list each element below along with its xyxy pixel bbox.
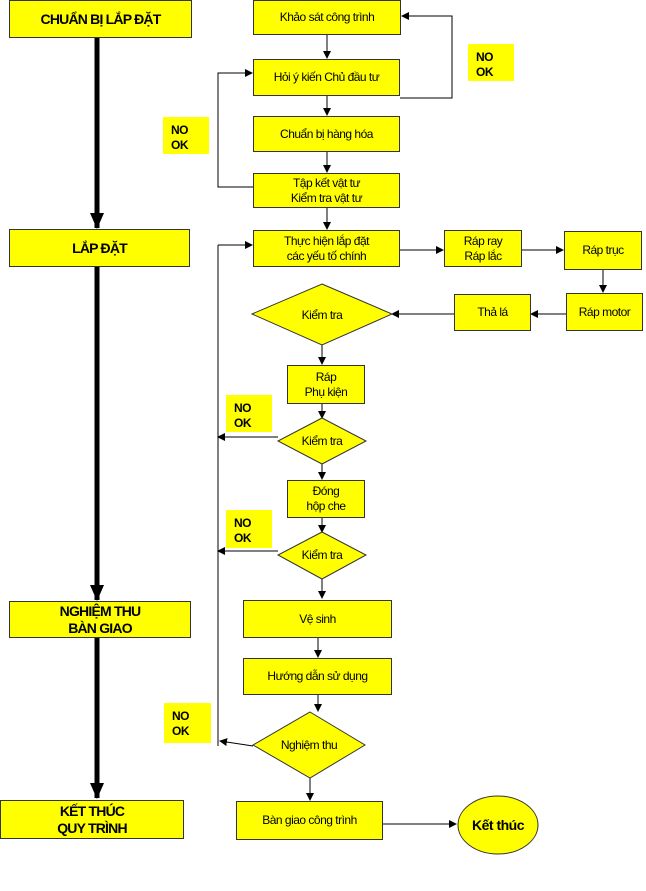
- step-gather: Tập kết vật tư Kiểm tra vật tư: [253, 173, 400, 208]
- diamond-check2: [276, 417, 368, 465]
- note-no-ok-4: NO OK: [226, 510, 272, 548]
- note-no-ok-5: NO OK: [164, 703, 211, 743]
- stage-acceptance: NGHIỆM THU BÀN GIAO: [9, 601, 191, 638]
- stage-install: LẮP ĐẶT: [9, 229, 190, 267]
- diamond-check3: [276, 531, 368, 580]
- label-end: Kết thúc: [472, 817, 525, 833]
- label-check3: Kiểm tra: [301, 548, 343, 562]
- step-execute: Thực hiện lắp đặt các yếu tố chính: [253, 230, 400, 267]
- note-no-ok-3: NO OK: [226, 395, 272, 432]
- end-oval: [457, 795, 539, 855]
- step-shaft: Ráp trục: [564, 231, 642, 270]
- step-guide: Hướng dẫn sử dụng: [243, 658, 392, 695]
- step-blade: Thả lá: [454, 294, 531, 331]
- label-check1: Kiểm tra: [301, 308, 343, 322]
- loop-gather-consult: [217, 69, 253, 188]
- step-cover: Đóng hộp che: [287, 480, 365, 518]
- step-motor: Ráp motor: [566, 293, 643, 331]
- step-survey: Khảo sát công trình: [253, 0, 401, 35]
- note-no-ok-1: NO OK: [468, 44, 514, 81]
- loop-consult-survey: [400, 12, 453, 99]
- step-clean: Vệ sinh: [243, 600, 392, 638]
- step-accessories: Ráp Phụ kiện: [287, 365, 365, 404]
- step-prepare-goods: Chuẩn bị hàng hóa: [253, 116, 400, 152]
- stage-finish: KẾT THÚC QUY TRÌNH: [0, 800, 184, 839]
- diamond-accept: [252, 711, 366, 779]
- diamond-check1: [250, 283, 394, 346]
- stage-prep: CHUẨN BỊ LẮP ĐẶT: [9, 0, 192, 38]
- label-accept: Nghiệm thu: [280, 738, 338, 752]
- label-check2: Kiểm tra: [301, 434, 343, 448]
- step-consult: Hỏi ý kiến Chủ đầu tư: [253, 59, 400, 96]
- note-no-ok-2: NO OK: [163, 117, 209, 154]
- arrow-accept-no: [219, 738, 254, 747]
- step-handover: Bàn giao công trình: [236, 801, 383, 840]
- step-rail: Ráp ray Ráp lắc: [444, 230, 522, 267]
